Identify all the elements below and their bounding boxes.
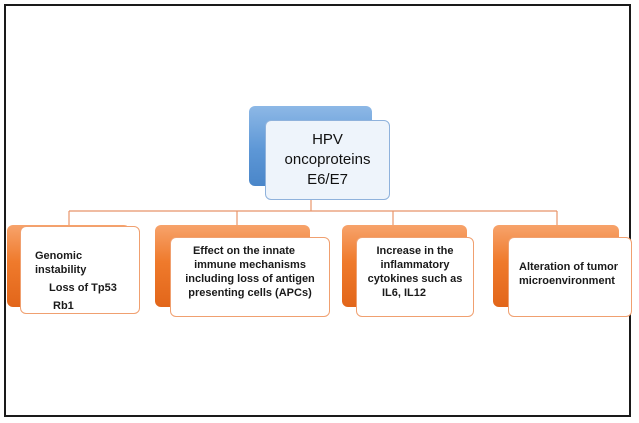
child-3-line-3: cytokines such as [367,273,463,285]
child-3-line-2: inflammatory [380,259,450,271]
child-2-line-4: presenting cells (APCs) [188,287,312,299]
child-node-2: Effect on the innate immune mechanisms i… [170,237,330,317]
child-3-line-4: IL6, IL12 [381,287,427,299]
root-node: HPV oncoproteins E6/E7 [265,120,390,200]
child-2-line-3: including loss of antigen [185,273,315,285]
child-2-line-2: immune mechanisms [194,259,306,271]
root-line-3: E6/E7 [307,171,348,188]
child-4-line-1: Alteration of tumor [519,261,618,273]
child-node-3: Increase in the inflammatory cytokines s… [356,237,474,317]
child-1-line-1: Genomic instability [35,250,87,276]
child-node-1: Genomic instability Loss of Tp53 Rb1 [20,226,140,314]
child-node-4: Alteration of tumor microenvironment [508,237,632,317]
child-2-line-1: Effect on the innate [192,245,296,257]
child-1-line-3: Rb1 [53,300,74,312]
child-3-line-1: Increase in the [376,245,454,257]
child-4-line-2: microenvironment [519,275,615,287]
root-line-1: HPV [312,131,343,148]
root-line-2: oncoproteins [284,151,371,168]
child-1-line-2: Loss of Tp53 [49,282,117,294]
